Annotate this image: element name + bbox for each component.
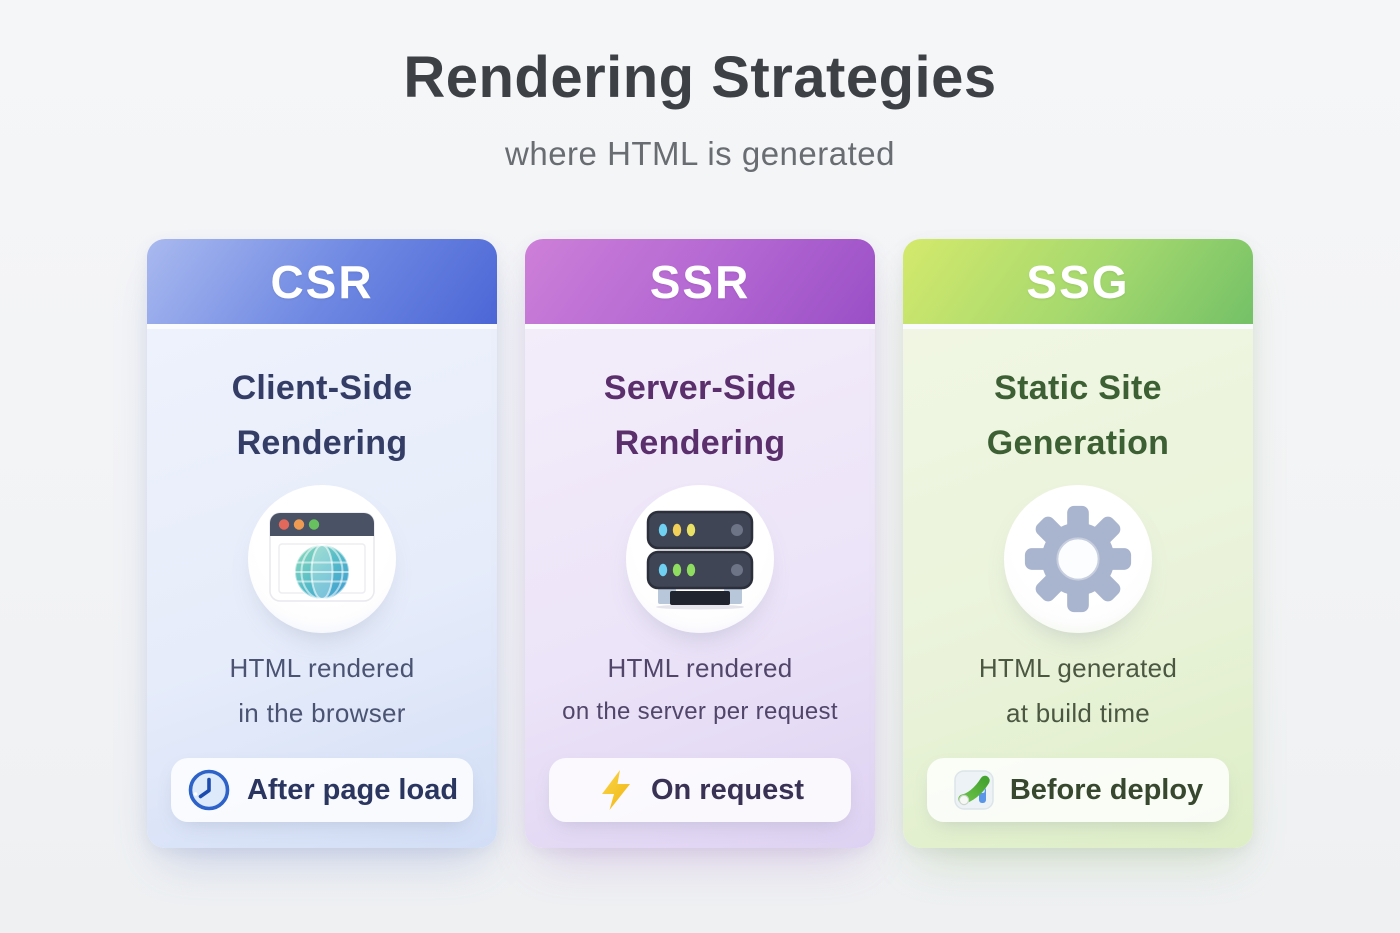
clock-icon xyxy=(188,769,230,811)
card-title: Static Site Generation xyxy=(986,369,1170,463)
card-body-ssr: Server-Side Rendering xyxy=(525,329,875,848)
card-title: Server-Side Rendering xyxy=(603,369,797,463)
card-header-ssg: SSG xyxy=(903,239,1253,324)
browser-globe-icon xyxy=(269,512,375,602)
server-icon xyxy=(646,510,754,610)
card-header-ssr: SSR xyxy=(525,239,875,324)
page-header: Rendering Strategies where HTML is gener… xyxy=(0,0,1400,173)
strategy-cards: CSR Client-Side Rendering xyxy=(147,239,1253,848)
badge-before-deploy: Before deploy xyxy=(927,758,1229,822)
card-description: HTML rendered on the server per request xyxy=(562,653,838,725)
card-title: Client-Side Rendering xyxy=(231,369,413,463)
icon-circle xyxy=(1004,485,1152,634)
card-abbr: CSR xyxy=(270,255,374,308)
page-subtitle: where HTML is generated xyxy=(505,135,895,172)
deploy-icon xyxy=(954,770,994,810)
card-ssg: SSG Static Site Generation xyxy=(903,239,1253,848)
badge-label: On request xyxy=(650,773,805,806)
gear-icon xyxy=(1024,506,1132,613)
card-ssr: SSR Server-Side Rendering xyxy=(525,239,875,848)
card-description: HTML generated at build time xyxy=(978,653,1178,728)
card-abbr: SSG xyxy=(1026,255,1130,308)
lightning-icon xyxy=(601,770,630,810)
card-body-csr: Client-Side Rendering xyxy=(147,329,497,848)
badge-on-request: On request xyxy=(549,758,851,822)
icon-circle xyxy=(248,485,396,634)
icon-circle xyxy=(626,485,774,634)
card-header-csr: CSR xyxy=(147,239,497,324)
card-abbr: SSR xyxy=(649,255,751,308)
card-body-ssg: Static Site Generation xyxy=(903,329,1253,848)
card-csr: CSR Client-Side Rendering xyxy=(147,239,497,848)
badge-label: Before deploy xyxy=(1009,773,1204,806)
badge-after-page-load: After page load xyxy=(171,758,473,822)
page-title: Rendering Strategies xyxy=(403,45,997,110)
badge-label: After page load xyxy=(246,773,459,806)
card-description: HTML rendered in the browser xyxy=(229,653,415,728)
